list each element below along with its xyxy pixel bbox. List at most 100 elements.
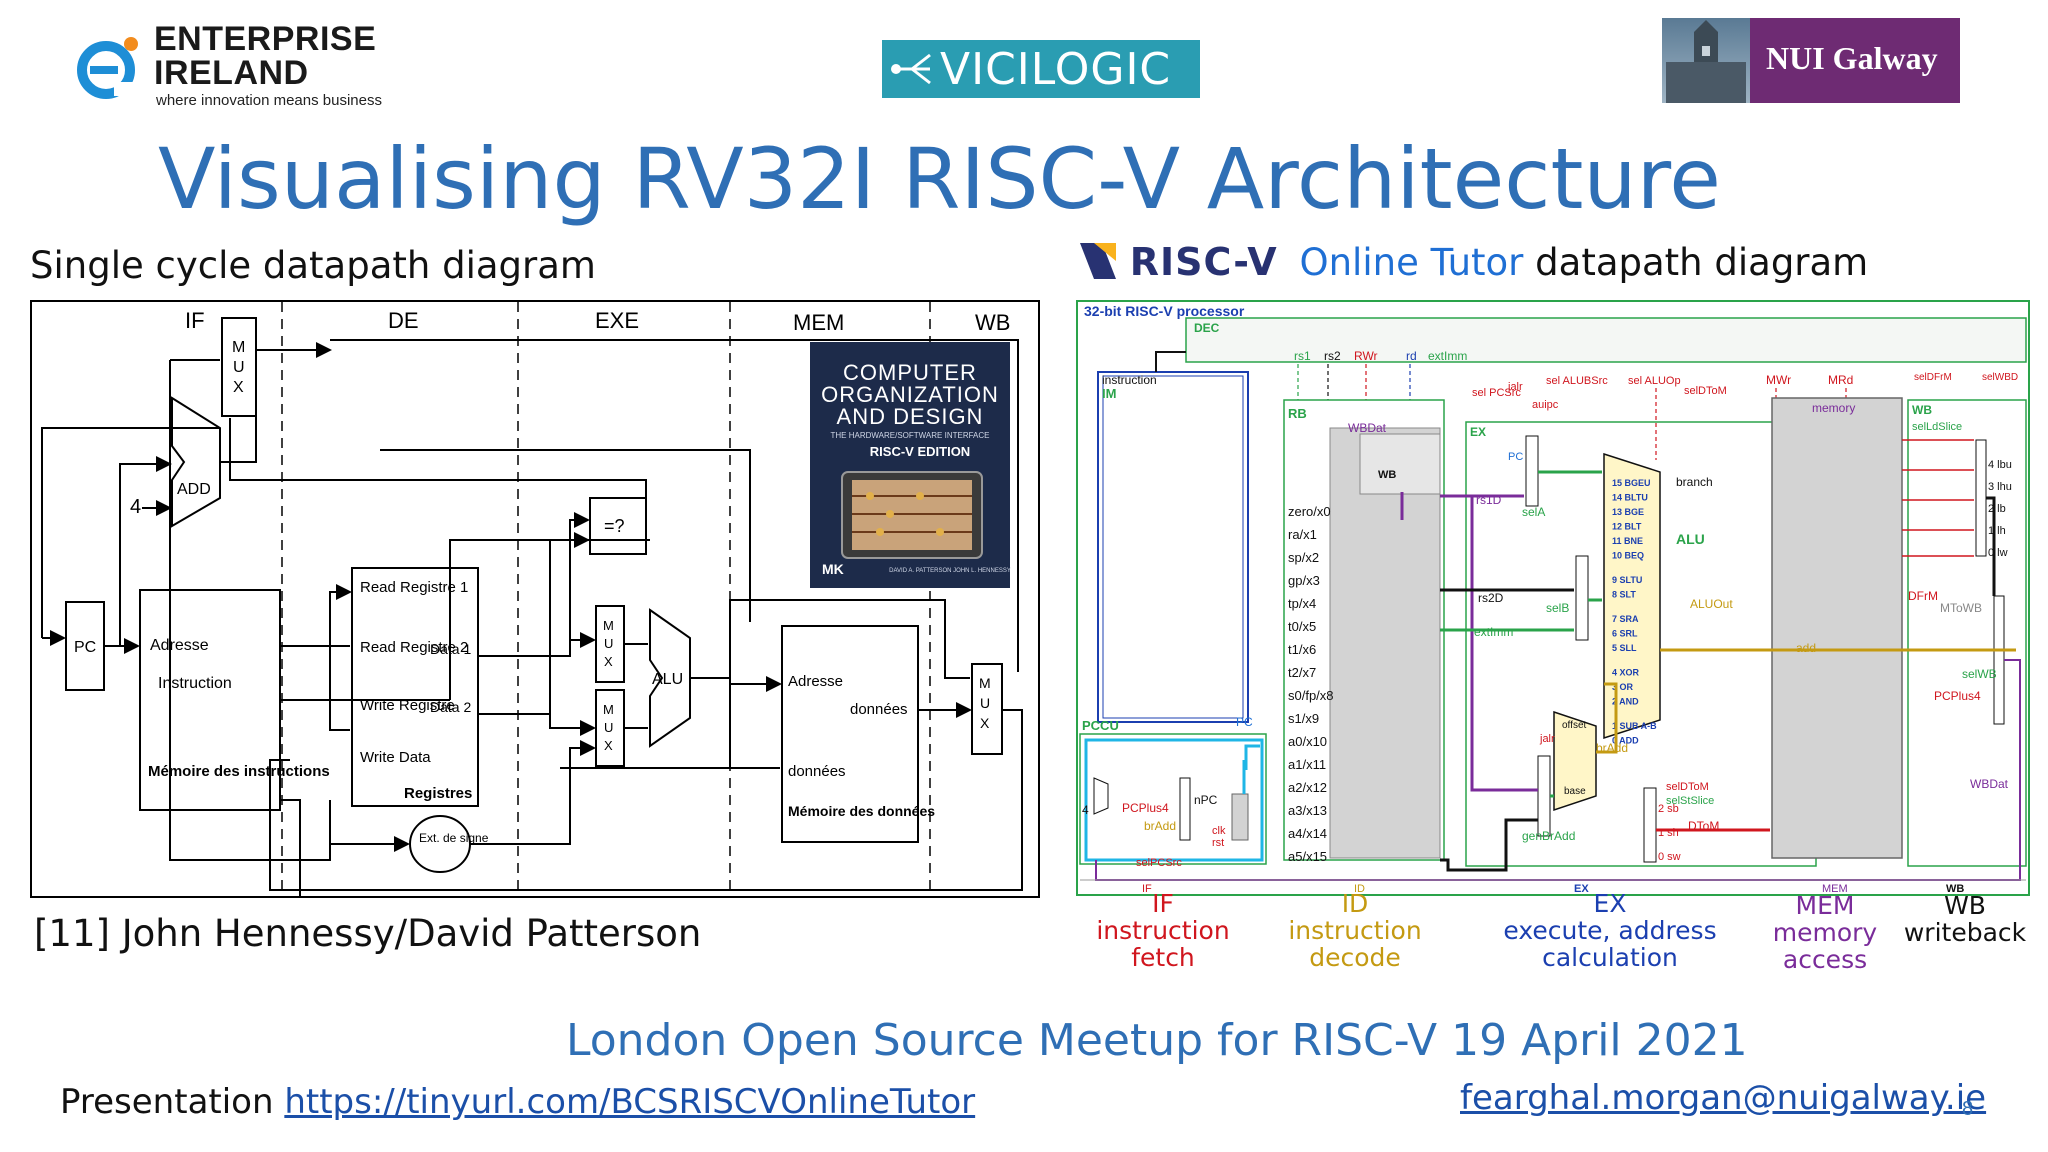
alu-mux-a (595, 605, 625, 683)
register-name: a5/x15 (1288, 849, 1327, 864)
sig-rs2: rs2 (1324, 349, 1341, 363)
alu-op: 4 XOR (1612, 668, 1640, 678)
enterprise-ireland-e-icon (77, 37, 138, 99)
stage-caption-ex: EX execute, address calculation (1490, 890, 1730, 971)
alu-op: 6 SRL (1612, 629, 1638, 639)
pccu-bradd: brAdd (1144, 819, 1176, 833)
genbradd-label: genBrAdd (1522, 829, 1575, 843)
dfrm-label: DFrM (1908, 589, 1938, 603)
alu-op: 10 BEQ (1612, 551, 1644, 561)
bottom-tab-ex: EX (1574, 883, 1589, 895)
rf-read1: Read Registre 1 (360, 579, 468, 596)
datapath-diagram-text: datapath diagram (1535, 241, 1869, 284)
store-slice-mux (1643, 787, 1657, 863)
register-name: a3/x13 (1288, 803, 1327, 818)
register-name: ra/x1 (1288, 527, 1317, 542)
vicilogic-logo: VICILOGIC (882, 40, 1200, 98)
alu-op: 12 BLT (1612, 522, 1642, 532)
sig-auipc: auipc (1532, 399, 1559, 411)
im-instruction: instruction (1102, 373, 1157, 387)
alu-mux-a-text: M (603, 618, 614, 633)
four-label: 4 (130, 496, 141, 518)
pccu-pcplus4: PCPlus4 (1122, 801, 1169, 815)
dec-bar (1185, 317, 2027, 363)
alu-op: 11 BNE (1612, 536, 1643, 546)
load-slice-mux (1975, 439, 1987, 557)
book-authors: DAVID A. PATTERSON JOHN L. HENNESSY (889, 568, 1011, 574)
br-add-adder (1553, 710, 1597, 812)
rb-wb-small: WB (1378, 469, 1396, 481)
book-edition: RISC-V EDITION (870, 444, 970, 459)
stage-caption-mem: MEM memory access (1755, 892, 1895, 973)
sig-selalubsrc: sel ALUBSrc (1546, 375, 1608, 387)
sig-jalr: jalr (1507, 381, 1523, 393)
rs2d-label: rs2D (1478, 591, 1504, 605)
rb-title: RB (1288, 406, 1307, 421)
alu-op: 13 BGE (1612, 507, 1644, 517)
quadrangle-tower-icon (1666, 20, 1746, 103)
sel-a-label: selA (1522, 505, 1545, 519)
top-signals: rs1 rs2 RWr rd extImm sel PCSrc jalr aui… (1294, 349, 2018, 411)
alu-op: 7 SRA (1612, 614, 1639, 624)
online-tutor-text: Online Tutor (1299, 241, 1524, 284)
sb-label: 2 sb (1658, 803, 1679, 815)
wb-select-mux (1993, 595, 2005, 725)
presentation-link[interactable]: https://tinyurl.com/BCSRISCVOnlineTutor (284, 1082, 976, 1122)
rf-read2: Read Registre 2 (360, 639, 468, 656)
load-op: 3 lhu (1988, 481, 2012, 493)
left-credit: [11] John Hennessy/David Patterson (34, 912, 702, 955)
alu-op: 8 SLT (1612, 590, 1636, 600)
imem-title: Mémoire des instructions (148, 763, 330, 780)
stage-caption-id-text: instruction decode (1288, 916, 1422, 972)
sel-b-label: selB (1546, 601, 1569, 615)
pccu-pc: PC (1236, 715, 1253, 729)
stage-caption-ex-abbr: EX (1593, 889, 1627, 918)
pc-mux-m: M (232, 339, 245, 356)
wbdat-wb-label: WBDat (1970, 777, 2009, 791)
alu-mux-b-text: M (603, 702, 614, 717)
alu-mux-b-x: X (604, 738, 613, 753)
alu-label: ALU (652, 671, 683, 688)
pccu-four: 4 (1082, 803, 1089, 817)
pccu-clk: clk (1212, 825, 1226, 837)
sel-a-mux (1525, 435, 1539, 507)
datapath-wires (41, 339, 1023, 898)
sig-mwr: MWr (1766, 373, 1791, 387)
sig-mrd: MRd (1828, 373, 1853, 387)
online-tutor-datapath-diagram: 32-bit RISC-V processor DEC rs1 rs2 RWr … (1076, 300, 2030, 896)
stage-caption-mem-text: memory access (1772, 918, 1878, 974)
pc-mux (221, 317, 257, 417)
email-link[interactable]: fearghal.morgan@nuigalway.ie (1460, 1078, 1987, 1118)
sig-rs1: rs1 (1294, 349, 1311, 363)
add-label: ADD (177, 481, 211, 498)
pccu-rst: rst (1212, 837, 1224, 849)
pccu-selpcsrc: selPCSrc (1136, 857, 1182, 869)
extimm-label: extImm (1474, 625, 1513, 639)
alu-op: 2 AND (1612, 697, 1639, 707)
nui-galway-text: NUI Galway (1766, 40, 1938, 76)
memory-label: memory (1812, 401, 1855, 415)
ex-pc: PC (1508, 451, 1523, 463)
pc-mux-x: X (233, 379, 244, 396)
register-name: a2/x12 (1288, 780, 1327, 795)
stage-label-mem: MEM (793, 310, 844, 335)
register-name: a0/x10 (1288, 734, 1327, 749)
bottom-tab-if: IF (1142, 883, 1152, 895)
stage-caption-if-text: instruction fetch (1096, 916, 1230, 972)
pc-register (65, 601, 105, 691)
bottom-tab-mem: MEM (1822, 883, 1848, 895)
alu-mux-b-u: U (604, 720, 613, 735)
sel-b-mux (1575, 555, 1589, 641)
pccu-npc: nPC (1194, 793, 1218, 807)
stage-caption-ex-text: execute, address calculation (1503, 916, 1717, 972)
alu-mux-a-x: X (604, 654, 613, 669)
wb-stage-box (1907, 399, 2027, 867)
stage-caption-wb: WB writeback (1895, 892, 2035, 946)
add-unit (171, 396, 221, 528)
register-name: gp/x3 (1288, 573, 1320, 588)
page-number: 8 (1962, 1098, 1974, 1120)
stage-caption-if: IF instruction fetch (1078, 890, 1248, 971)
selwb-label: selWB (1962, 667, 1997, 681)
register-name: a1/x11 (1288, 757, 1326, 772)
